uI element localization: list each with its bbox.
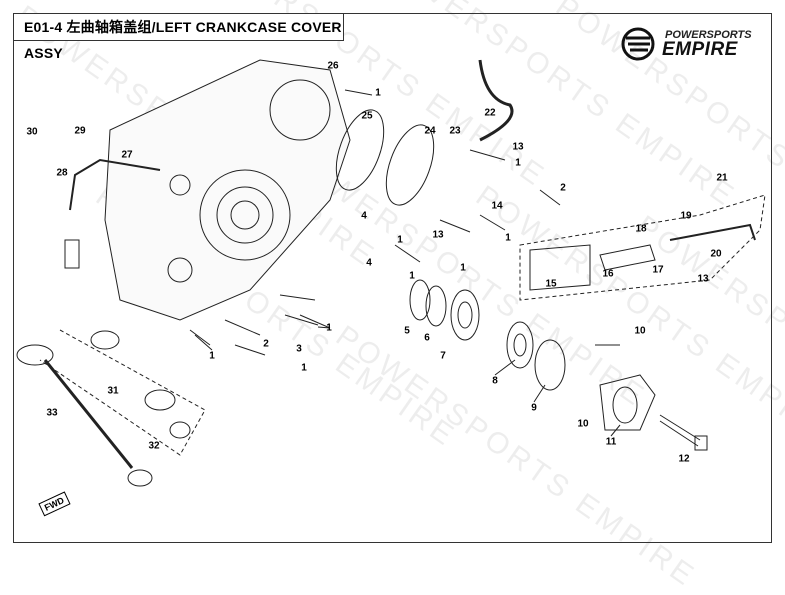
callout-label: 22 (484, 107, 496, 119)
callout-label: 2 (263, 338, 269, 350)
callout-label: 13 (697, 273, 709, 285)
callout-label: 12 (678, 453, 690, 465)
callout-label: 16 (602, 268, 614, 280)
callout-label: 1 (209, 350, 215, 362)
callout-label: 13 (512, 141, 524, 153)
callout-label: 6 (424, 332, 430, 344)
callout-label: 1 (301, 362, 307, 374)
callout-label: 10 (577, 418, 589, 430)
logo-line1: POWERSPORTS (665, 29, 752, 41)
callout-label: 1 (375, 87, 381, 99)
callout-label: 31 (107, 385, 119, 397)
page-title: E01-4 左曲轴箱盖组/LEFT CRANKCASE COVER ASSY (13, 13, 344, 61)
callout-label: 17 (652, 264, 664, 276)
callout-label: 26 (327, 60, 339, 72)
callout-label: 28 (56, 167, 68, 179)
callout-label: 5 (404, 325, 410, 337)
callout-label: 11 (605, 436, 617, 448)
callout-label: 1 (505, 232, 511, 244)
callout-label: 3 (296, 343, 302, 355)
callout-label: 21 (716, 172, 728, 184)
callout-label: 15 (545, 278, 557, 290)
callout-label: 8 (492, 375, 498, 387)
brand-logo: POWERSPORTS EMPIRE (620, 26, 770, 64)
callout-label: 7 (440, 350, 446, 362)
callout-label: 32 (148, 440, 160, 452)
callout-label: 9 (531, 402, 537, 414)
callout-label: 18 (635, 223, 647, 235)
callout-label: 2 (560, 182, 566, 194)
callout-label: 25 (361, 110, 373, 122)
callout-label: 24 (424, 125, 436, 137)
callout-label: 33 (46, 407, 58, 419)
callout-label: 1 (397, 234, 403, 246)
empire-wings-icon (621, 27, 655, 61)
callout-label: 27 (121, 149, 133, 161)
callout-label: 1 (326, 322, 332, 334)
diagram-frame (13, 13, 772, 543)
callout-label: 13 (432, 229, 444, 241)
callout-label: 19 (680, 210, 692, 222)
logo-line2: EMPIRE (662, 39, 738, 60)
callout-label: 20 (710, 248, 722, 260)
callout-label: 29 (74, 125, 86, 137)
callout-label: 4 (366, 257, 372, 269)
callout-label: 10 (634, 325, 646, 337)
callout-label: 1 (409, 270, 415, 282)
callout-label: 30 (26, 126, 38, 138)
callout-label: 4 (361, 210, 367, 222)
callout-label: 1 (460, 262, 466, 274)
callout-label: 1 (515, 157, 521, 169)
callout-label: 14 (491, 200, 503, 212)
callout-label: 23 (449, 125, 461, 137)
exploded-parts-drawing (16, 59, 766, 487)
